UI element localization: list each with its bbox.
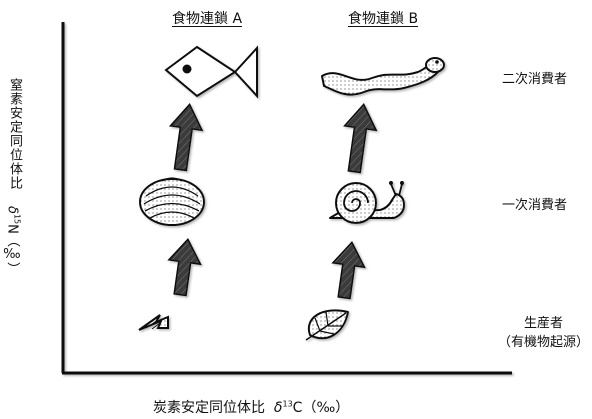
clam-icon	[139, 177, 205, 226]
level-label-secondary-consumer: 二次消費者	[502, 72, 568, 87]
leaf-icon	[305, 309, 349, 341]
y-axis-label-unit: N（‰）	[4, 224, 20, 275]
level-label-primary-consumer: 一次消費者	[502, 198, 568, 213]
axes	[61, 22, 512, 375]
y-axis-label-sup: 15	[12, 213, 22, 225]
x-axis-label: 炭素安定同位体比 δ13C（‰）	[153, 397, 349, 417]
snake-icon	[321, 57, 445, 96]
x-axis-label-text: 炭素安定同位体比	[153, 400, 265, 416]
producer-label: 生産者	[523, 316, 563, 331]
y-axis-label-formula: δ15N（‰）	[1, 206, 26, 275]
up-arrow-icon	[331, 240, 366, 300]
y-axis-label: 窒素安定同位体比 δ15N（‰）	[4, 78, 24, 275]
y-axis-label-text: 窒素安定同位体比	[7, 78, 22, 190]
up-arrow-icon	[167, 237, 202, 297]
chain-b-title: 食物連鎖 B	[348, 11, 419, 27]
algae-icon	[138, 314, 169, 331]
x-axis-label-symbol: δ	[273, 400, 283, 416]
snail-icon	[329, 181, 405, 224]
y-axis-label-symbol: δ	[4, 206, 20, 214]
x-axis-label-unit: C（‰）	[292, 400, 350, 416]
up-arrow-icon	[343, 102, 378, 174]
fish-icon	[164, 45, 258, 99]
up-arrow-icon	[168, 102, 204, 172]
chain-a-title: 食物連鎖 A	[172, 11, 243, 27]
x-axis-label-sup: 13	[282, 399, 293, 409]
producer-sublabel: （有機物起源）	[497, 335, 589, 350]
level-label-producer: 生産者 （有機物起源）	[495, 312, 592, 350]
